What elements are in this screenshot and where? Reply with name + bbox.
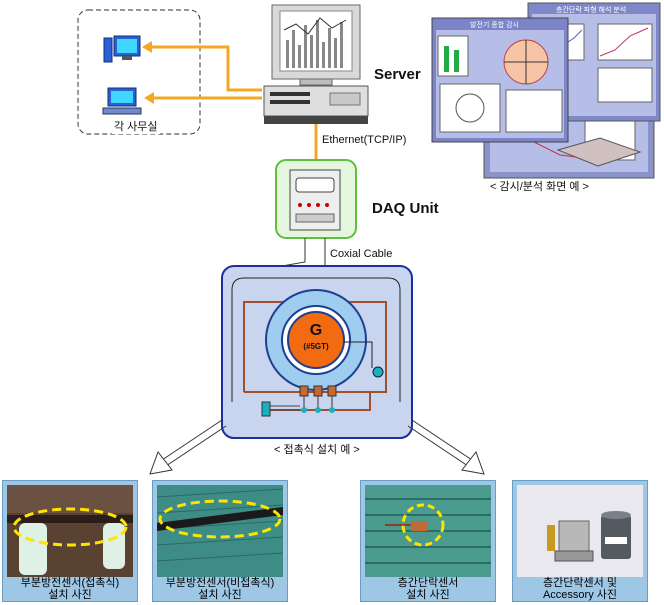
photo-noncontact-sensor [157, 485, 283, 577]
screen1-title: 발전기 종합 감시 [470, 22, 519, 29]
office-area-box [77, 9, 201, 135]
generator-core [287, 311, 345, 369]
office-pc-icon-1 [103, 35, 141, 63]
coax-cable-label: Coxial Cable [330, 248, 393, 260]
arrow-head-2 [144, 92, 154, 104]
generator-id: (#5GT) [303, 342, 329, 351]
photo-caption-1: 부분방전센서(접촉식)설치 사진 [20, 577, 120, 601]
monitoring-screens [431, 2, 661, 179]
photo-contact-sensor [7, 485, 133, 577]
bus-bar-icon [261, 401, 300, 417]
screen-caption: < 감시/분석 화면 예 > [490, 181, 589, 193]
ethernet-label: Ethernet(TCP/IP) [322, 134, 407, 146]
office-pc-icon-2 [102, 87, 142, 115]
photo-interturn-sensor [365, 485, 491, 577]
coupler-sensors [299, 385, 337, 413]
photo-sensor-accessory [517, 485, 643, 577]
office-label: 각 사무실 [112, 118, 160, 134]
sensor-loop-cable [231, 277, 401, 402]
sensor-right-icon [372, 366, 384, 378]
server-computer-icon [263, 4, 369, 124]
server-label: Server [374, 66, 421, 83]
photo-box-2: 부분방전센서(비접촉식)설치 사진 [152, 480, 288, 602]
screen2-title: 층간단락 파형 해석 분석 [556, 7, 627, 14]
arrow-head-1 [142, 41, 152, 53]
daq-device-icon [289, 169, 341, 231]
install-caption: < 접촉식 설치 예 > [274, 444, 360, 456]
arrow-to-left-photos [149, 419, 227, 475]
daq-unit-label: DAQ Unit [372, 200, 439, 217]
stator-frame-lines [243, 301, 387, 393]
network-arrows [150, 45, 262, 100]
generator-letter: G [309, 322, 323, 339]
photo-caption-2: 부분방전센서(비접촉식)설치 사진 [165, 577, 275, 601]
arrow-to-right-photos [407, 419, 485, 475]
photo-box-1: 부분방전센서(접촉식)설치 사진 [2, 480, 138, 602]
